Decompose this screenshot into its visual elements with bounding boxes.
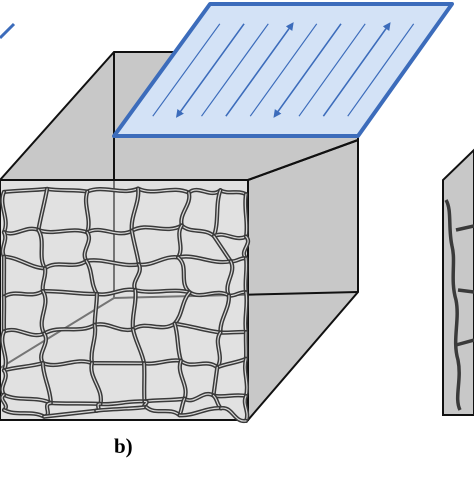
cube-front-face xyxy=(0,180,248,420)
polymer-strand-highlight xyxy=(51,403,101,404)
panel-label: b) xyxy=(114,434,133,459)
left-panel-fragment xyxy=(0,24,14,38)
cube-right-face xyxy=(248,140,358,420)
right-panel-fragment xyxy=(443,150,474,415)
shear-plate xyxy=(114,4,452,136)
polymer-strand-highlight xyxy=(220,332,246,333)
